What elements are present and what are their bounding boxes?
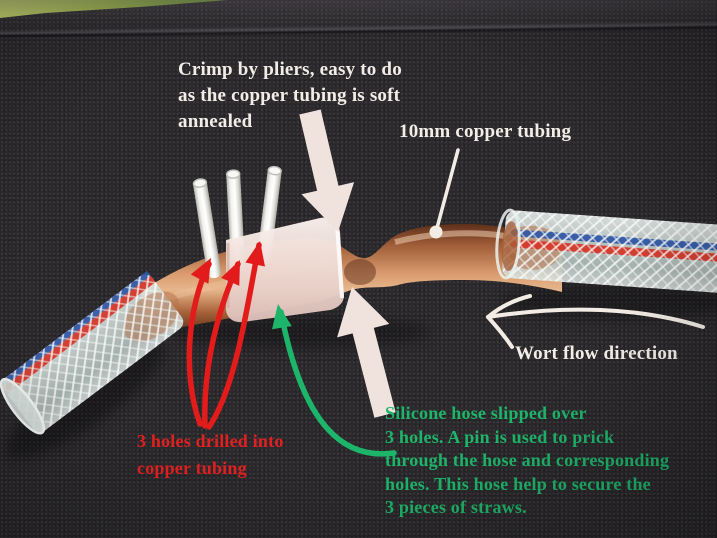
right-hose xyxy=(495,208,717,293)
silicone-up-arrow-icon xyxy=(337,287,396,418)
copper-tubing-label: 10mm copper tubing xyxy=(399,121,572,142)
hose-end-cap xyxy=(0,377,46,435)
green-silicone-arrow-icon xyxy=(272,304,397,457)
silicone-band xyxy=(226,217,344,323)
wort-flow-label: Wort flow direction xyxy=(515,343,678,364)
crimp-note-label: Crimp by pliers, easy to do as the coppe… xyxy=(178,59,402,132)
silicone-note-label: Silicone hose slipped over 3 holes. A pi… xyxy=(385,403,670,517)
straw xyxy=(192,178,221,279)
red-hole-arrows-icon xyxy=(186,241,265,430)
crimp-point xyxy=(344,259,376,285)
copper-callout-line xyxy=(429,148,460,239)
wort-flow-arrow-icon xyxy=(486,294,705,349)
annotation-arrows-cream xyxy=(299,109,705,418)
holes-note-label: 3 holes drilled into copper tubing xyxy=(137,431,284,478)
left-hose xyxy=(0,270,184,435)
crimp-down-arrow-icon xyxy=(299,109,355,232)
hose-end-cap xyxy=(495,208,521,280)
